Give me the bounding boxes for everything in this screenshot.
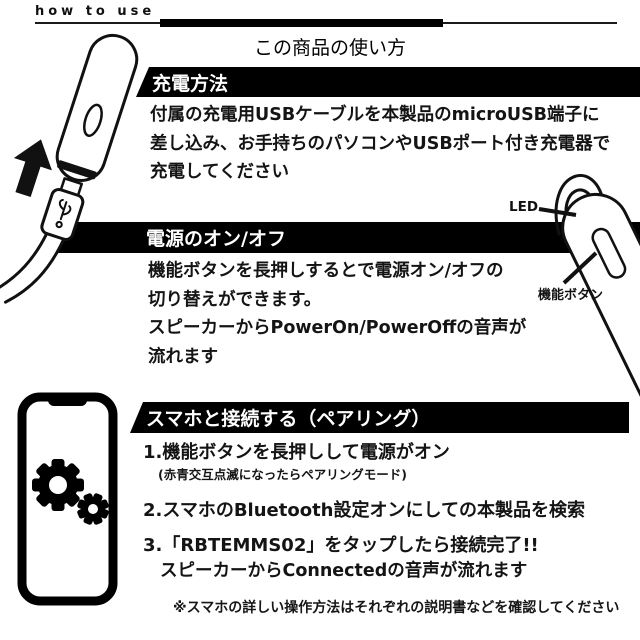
charging-instructions: 付属の充電用USBケーブルを本製品のmicroUSB端子に 差し込み、お手持ちの… xyxy=(150,101,610,187)
gear-small-icon xyxy=(77,493,109,525)
power-line-3: スピーカーからPowerOn/PowerOffの音声が xyxy=(148,318,527,338)
header-accent-bar xyxy=(160,19,443,27)
page-title: この商品の使い方 xyxy=(253,37,406,59)
pairing-steps: 1.機能ボタンを長押しして電源がオン (赤青交互点滅になったらペアリングモード)… xyxy=(143,442,585,582)
pairing-step-3: 3.「RBTEMMS02」をタップしたら接続完了!! xyxy=(143,535,539,556)
charging-line-2: 差し込み、お手持ちのパソコンやUSBポート付き充電器で xyxy=(150,133,611,154)
pairing-step-2: 2.スマホのBluetooth設定オンにしての本製品を検索 xyxy=(143,500,585,521)
usb-cable-line-right xyxy=(3,237,66,304)
section-banner-charging-label: 充電方法 xyxy=(152,72,229,95)
eyebrow-text: how to use xyxy=(35,4,156,19)
function-button-pointer-line xyxy=(562,251,598,285)
pairing-step-3-note: スピーカーからConnectedの音声が流れます xyxy=(160,561,528,581)
led-pointer-line xyxy=(538,207,577,217)
smartphone-illustration xyxy=(17,392,118,606)
charging-line-1: 付属の充電用USBケーブルを本製品のmicroUSB端子に xyxy=(150,105,600,125)
earbud-base-band xyxy=(57,160,97,180)
smartphone-outline xyxy=(17,392,118,606)
footnote: ※スマホの詳しい操作方法はそれぞれの説明書などを確認してください xyxy=(173,600,620,616)
pairing-step-1: 1.機能ボタンを長押しして電源がオン xyxy=(143,442,450,463)
led-callout-label: LED xyxy=(509,199,539,215)
power-line-4: 流れます xyxy=(148,346,218,367)
section-banner-power-label: 電源のオン/オフ xyxy=(146,228,286,250)
section-banner-pairing: スマホと接続する（ペアリング） xyxy=(130,402,629,433)
charging-cable-illustration xyxy=(0,33,139,304)
charging-line-3: 充電してください xyxy=(150,162,289,182)
section-banner-pairing-label: スマホと接続する（ペアリング） xyxy=(146,408,431,430)
power-instructions: 機能ボタンを長押しするとで電源オン/オフの 切り替えができます。 スピーカーから… xyxy=(148,257,526,371)
smartphone-notch xyxy=(48,393,87,406)
power-line-2: 切り替えができます。 xyxy=(148,289,322,310)
pairing-step-1-note: (赤青交互点滅になったらペアリングモード) xyxy=(158,467,407,482)
up-arrow-icon xyxy=(13,139,52,198)
section-banner-charging: 充電方法 xyxy=(136,67,640,97)
earbud-button-slot xyxy=(83,103,103,137)
usb-cable-line-left xyxy=(0,232,49,292)
ear-hook-inner-line xyxy=(564,188,597,228)
gear-large-icon xyxy=(32,459,84,511)
power-line-1: 機能ボタンを長押しするとで電源オン/オフの xyxy=(148,261,504,281)
function-button-callout-label: 機能ボタン xyxy=(538,288,604,303)
section-banner-power: 電源のオン/オフ xyxy=(57,222,640,253)
microusb-connector-icon xyxy=(59,177,83,197)
